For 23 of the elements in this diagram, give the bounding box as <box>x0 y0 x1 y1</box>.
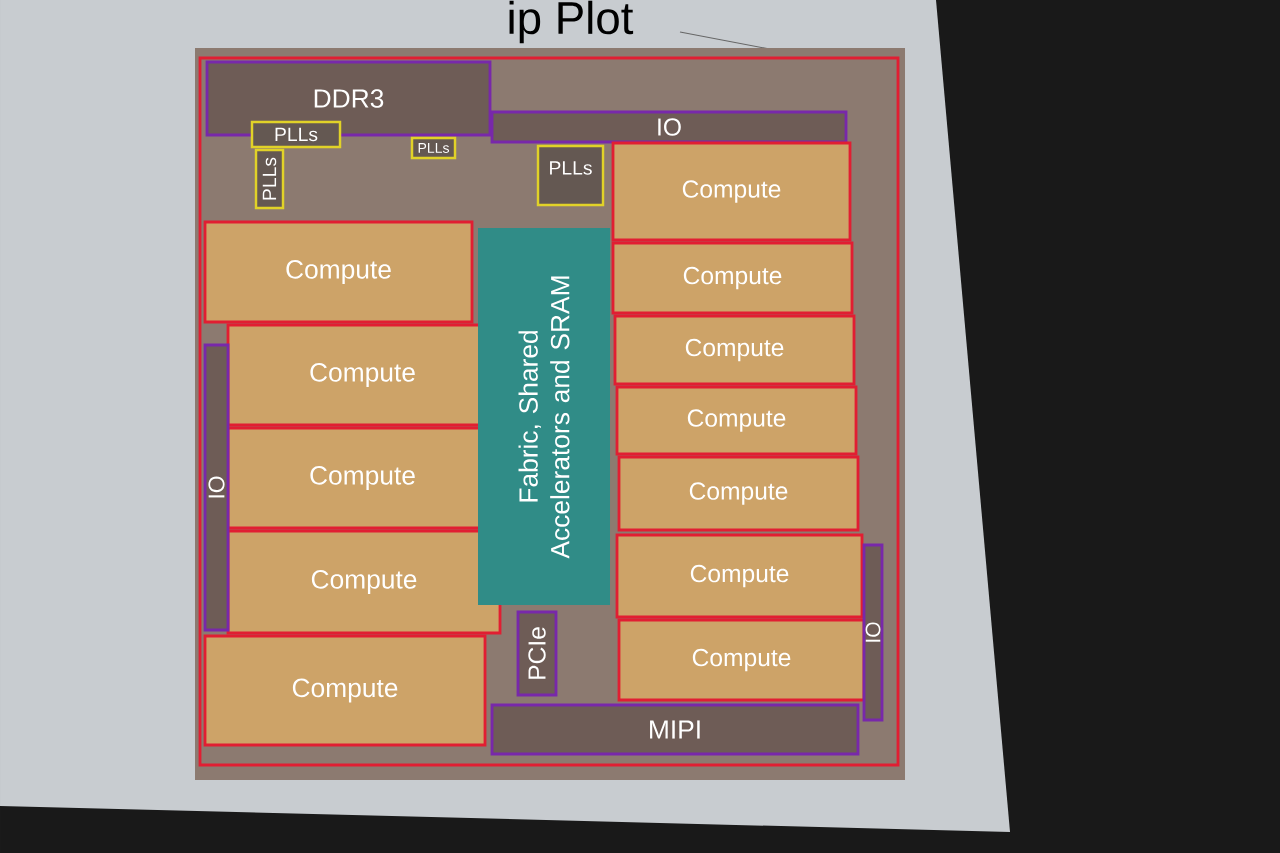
compute-block: Compute <box>203 220 474 324</box>
compute-block: Compute <box>615 385 858 456</box>
io-block: IO <box>203 343 230 632</box>
compute-block: Compute <box>226 426 499 530</box>
compute-block: Compute <box>615 533 864 619</box>
compute-block: Compute <box>611 141 852 242</box>
io-block: IO <box>490 110 848 144</box>
compute-block: Compute <box>617 455 860 532</box>
compute-block: Compute <box>613 314 856 386</box>
io-block: MIPI <box>490 703 860 756</box>
pll-block: PLLs <box>250 120 342 149</box>
compute-block: Compute <box>611 241 854 315</box>
compute-block: Compute <box>203 634 487 747</box>
compute-block: Compute <box>226 529 502 635</box>
compute-block: Compute <box>617 618 866 702</box>
io-block: IO <box>862 543 884 722</box>
slide-title: ip Plot <box>509 0 634 44</box>
io-block: PCIe <box>516 610 558 697</box>
compute-block: Compute <box>226 323 499 427</box>
pll-block: PLLs <box>410 136 457 160</box>
fabric-region: Fabric, Shared Accelerators and SRAM <box>478 228 610 605</box>
pll-block: PLLs <box>254 148 285 210</box>
pll-block: PLLs <box>536 144 605 207</box>
